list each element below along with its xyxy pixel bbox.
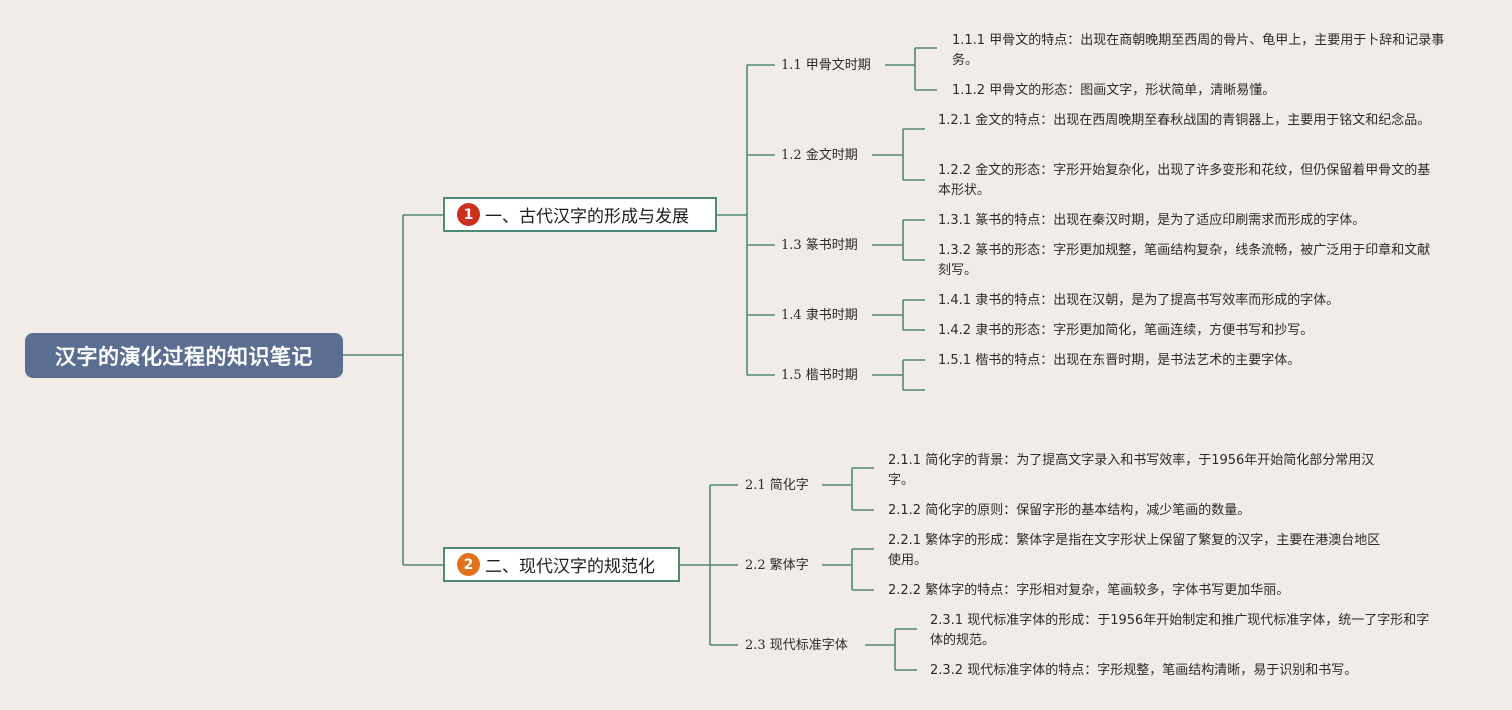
subtopic-2-2[interactable]: 2.2 繁体字: [745, 557, 809, 575]
subtopic-1-4[interactable]: 1.4 隶书时期: [781, 307, 858, 325]
subtopic-label: 2.2 繁体字: [745, 558, 809, 573]
subtopic-1-1[interactable]: 1.1 甲骨文时期: [781, 57, 871, 75]
leaf-note[interactable]: 1.2.1 金文的特点：出现在西周晚期至春秋战国的青铜器上，主要用于铭文和纪念品…: [938, 113, 1431, 128]
leaf-note[interactable]: 1.4.2 隶书的形态：字形更加简化，笔画连续，方便书写和抄写。: [938, 323, 1314, 338]
root-title: 汉字的演化过程的知识笔记: [55, 344, 313, 369]
leaf-note[interactable]: 2.3.2 现代标准字体的特点：字形规整，笔画结构清晰，易于识别和书写。: [930, 663, 1358, 678]
subtopic-label: 1.1 甲骨文时期: [781, 58, 871, 73]
main-topic-1[interactable]: 1 一、古代汉字的形成与发展: [443, 197, 717, 232]
subtopic-label: 1.2 金文时期: [781, 148, 858, 163]
leaf-note[interactable]: 2.3.1 现代标准字体的形成：于1956年开始制定和推广现代标准字体，统一了字…: [930, 613, 1430, 648]
leaf-note[interactable]: 1.3.2 篆书的形态：字形更加规整，笔画结构复杂，线条流畅，被广泛用于印章和文…: [938, 243, 1431, 278]
subtopic-1-3[interactable]: 1.3 篆书时期: [781, 237, 858, 255]
leaf-note[interactable]: 2.2.2 繁体字的特点：字形相对复杂，笔画较多，字体书写更加华丽。: [888, 583, 1290, 598]
leaf-note[interactable]: 1.3.1 篆书的特点：出现在秦汉时期，是为了适应印刷需求而形成的字体。: [938, 213, 1366, 228]
leaf-note[interactable]: 1.4.1 隶书的特点：出现在汉朝，是为了提高书写效率而形成的字体。: [938, 293, 1340, 308]
leaf-note[interactable]: 1.1.1 甲骨文的特点：出现在商朝晚期至西周的骨片、龟甲上，主要用于卜辞和记录…: [952, 33, 1445, 68]
subtopic-1-2[interactable]: 1.2 金文时期: [781, 147, 858, 165]
subtopic-label: 1.3 篆书时期: [781, 238, 858, 253]
main-topic-title: 一、古代汉字的形成与发展: [485, 207, 689, 227]
leaf-note[interactable]: 1.2.2 金文的形态：字形开始复杂化，出现了许多变形和花纹，但仍保留着甲骨文的…: [938, 163, 1431, 198]
subtopic-label: 2.3 现代标准字体: [745, 638, 848, 653]
priority-2-icon: 2: [457, 553, 480, 576]
root-topic[interactable]: 汉字的演化过程的知识笔记: [25, 333, 343, 378]
leaf-note[interactable]: 1.1.2 甲骨文的形态：图画文字，形状简单，清晰易懂。: [952, 83, 1276, 98]
subtopic-label: 2.1 简化字: [745, 478, 809, 493]
subtopic-2-3[interactable]: 2.3 现代标准字体: [745, 637, 848, 655]
leaf-note[interactable]: 2.1.2 简化字的原则：保留字形的基本结构，减少笔画的数量。: [888, 503, 1251, 518]
main-topic-2[interactable]: 2 二、现代汉字的规范化: [443, 547, 680, 582]
leaf-note[interactable]: 2.1.1 简化字的背景：为了提高文字录入和书写效率，于1956年开始简化部分常…: [888, 453, 1375, 488]
subtopic-2-1[interactable]: 2.1 简化字: [745, 477, 809, 495]
leaf-note[interactable]: 2.2.1 繁体字的形成：繁体字是指在文字形状上保留了繁复的汉字，主要在港澳台地…: [888, 533, 1381, 568]
subtopic-label: 1.5 楷书时期: [781, 368, 858, 383]
main-topic-title: 二、现代汉字的规范化: [485, 557, 655, 577]
subtopic-label: 1.4 隶书时期: [781, 308, 858, 323]
subtopic-1-5[interactable]: 1.5 楷书时期: [781, 367, 858, 385]
priority-1-icon: 1: [457, 203, 480, 226]
leaf-note[interactable]: 1.5.1 楷书的特点：出现在东晋时期，是书法艺术的主要字体。: [938, 353, 1301, 368]
